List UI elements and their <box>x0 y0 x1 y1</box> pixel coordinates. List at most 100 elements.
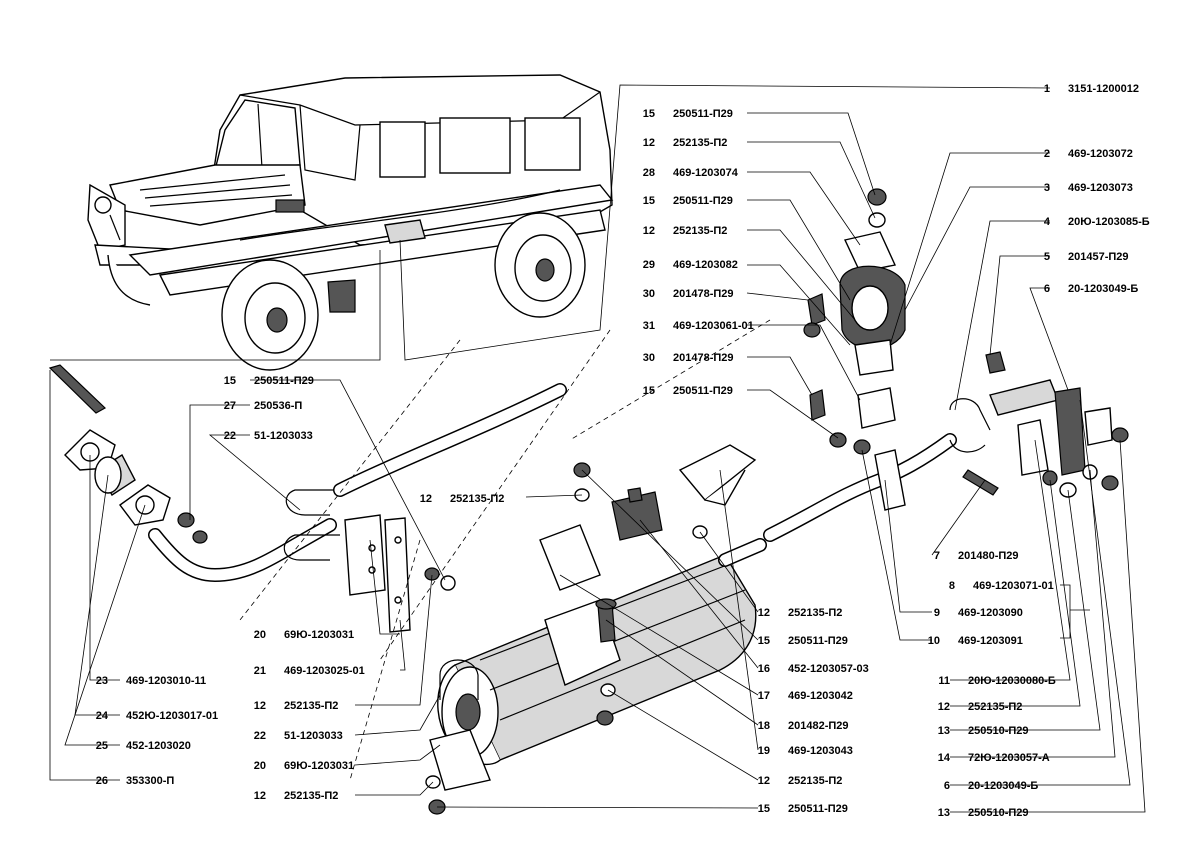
part-number: 250511-П29 <box>673 385 733 397</box>
part-number: 252135-П2 <box>788 775 842 787</box>
part-number: 3151-1200012 <box>1068 83 1139 95</box>
part-number: 469-1203025-01 <box>284 665 365 677</box>
part-number: 250536-П <box>254 400 302 412</box>
part-number: 452Ю-1203017-01 <box>126 710 218 722</box>
callout-number: 12 <box>254 700 266 712</box>
callout-number: 7 <box>934 550 940 562</box>
callout-label: 21 469-1203025-01 <box>254 665 365 677</box>
u-bolt-clamp-22 <box>283 489 340 561</box>
part-number: 252135-П2 <box>968 701 1022 713</box>
callout-label: 28 469-1203074 <box>643 167 739 179</box>
callout-number: 12 <box>643 225 655 237</box>
part-number: 469-1203071-01 <box>973 580 1054 592</box>
part-number: 20Ю-1203085-Б <box>1068 216 1150 228</box>
callout-number: 12 <box>938 701 950 713</box>
callout-number: 12 <box>758 607 770 619</box>
callout-number: 24 <box>96 710 109 722</box>
part-number: 250511-П29 <box>673 108 733 120</box>
callout-number: 12 <box>643 137 655 149</box>
part-number: 469-1203043 <box>788 745 853 757</box>
part-number: 250510-П29 <box>968 807 1029 819</box>
callout-number: 29 <box>643 259 655 271</box>
part-number: 252135-П2 <box>284 790 338 802</box>
callout-number: 13 <box>938 725 950 737</box>
part-number: 469-1203082 <box>673 259 738 271</box>
part-number: 469-1203042 <box>788 690 853 702</box>
part-number: 72Ю-1203057-А <box>968 752 1050 764</box>
callout-label: 12 252135-П2 <box>643 137 728 149</box>
bracket-31 <box>809 387 896 448</box>
callout-label: 24 452Ю-1203017-01 <box>96 710 218 722</box>
part-number: 252135-П2 <box>673 225 727 237</box>
callout-number: 30 <box>643 288 655 300</box>
part-number: 252135-П2 <box>450 493 504 505</box>
part-number: 469-1203074 <box>673 167 739 179</box>
stud-26 <box>48 364 107 414</box>
callout-number: 23 <box>96 675 108 687</box>
part-number: 51-1203033 <box>284 730 343 742</box>
callout-number: 15 <box>643 195 655 207</box>
part-number: 201457-П29 <box>1068 251 1129 263</box>
callout-number: 21 <box>254 665 266 677</box>
rubber-hanger <box>803 188 906 376</box>
part-number: 250511-П29 <box>673 195 733 207</box>
callout-label: 23 469-1203010-11 <box>96 675 206 687</box>
part-number: 452-1203057-03 <box>788 663 869 675</box>
callout-number: 13 <box>938 807 950 819</box>
callout-number: 15 <box>758 803 770 815</box>
part-number: 469-1203061-01 <box>673 320 754 332</box>
part-number: 201480-П29 <box>958 550 1019 562</box>
intermediate-pipe <box>333 383 567 497</box>
callout-number: 15 <box>643 385 655 397</box>
part-number: 469-1203072 <box>1068 148 1133 160</box>
part-number: 201482-П29 <box>788 720 849 732</box>
callout-number: 4 <box>1044 216 1051 228</box>
callout-label: 15 250511-П29 <box>643 195 733 207</box>
callout-number: 28 <box>643 167 655 179</box>
callout-number: 9 <box>934 607 940 619</box>
callout-number: 30 <box>643 352 655 364</box>
part-number: 250510-П29 <box>968 725 1029 737</box>
part-number: 469-1203010-11 <box>126 675 206 687</box>
callout-number: 22 <box>254 730 266 742</box>
callout-label: 15 250511-П29 <box>643 385 733 397</box>
callout-label: 30 201478-П29 <box>643 352 734 364</box>
callout-label: 12 252135-П2 <box>938 701 1023 713</box>
callout-label: 22 51-1203033 <box>254 730 343 742</box>
exhaust-parts <box>48 188 1129 815</box>
callout-label: 15 250511-П29 <box>758 803 848 815</box>
callout-number: 6 <box>944 780 950 792</box>
bracket-20-21 <box>344 514 411 633</box>
callout-number: 20 <box>254 629 266 641</box>
part-number: 201478-П29 <box>673 352 734 364</box>
callout-label: 13 250510-П29 <box>938 807 1029 819</box>
callout-number: 16 <box>758 663 770 675</box>
callout-label: 13 250510-П29 <box>938 725 1029 737</box>
part-number: 51-1203033 <box>254 430 313 442</box>
callout-number: 25 <box>96 740 108 752</box>
part-number: 252135-П2 <box>673 137 727 149</box>
muffler-clamp <box>429 659 491 791</box>
callout-number: 14 <box>938 752 951 764</box>
part-number: 452-1203020 <box>126 740 191 752</box>
callout-number: 1 <box>1044 83 1050 95</box>
flange-gasket <box>64 429 171 526</box>
part-number: 250511-П29 <box>788 635 848 647</box>
part-number: 250511-П29 <box>788 803 848 815</box>
